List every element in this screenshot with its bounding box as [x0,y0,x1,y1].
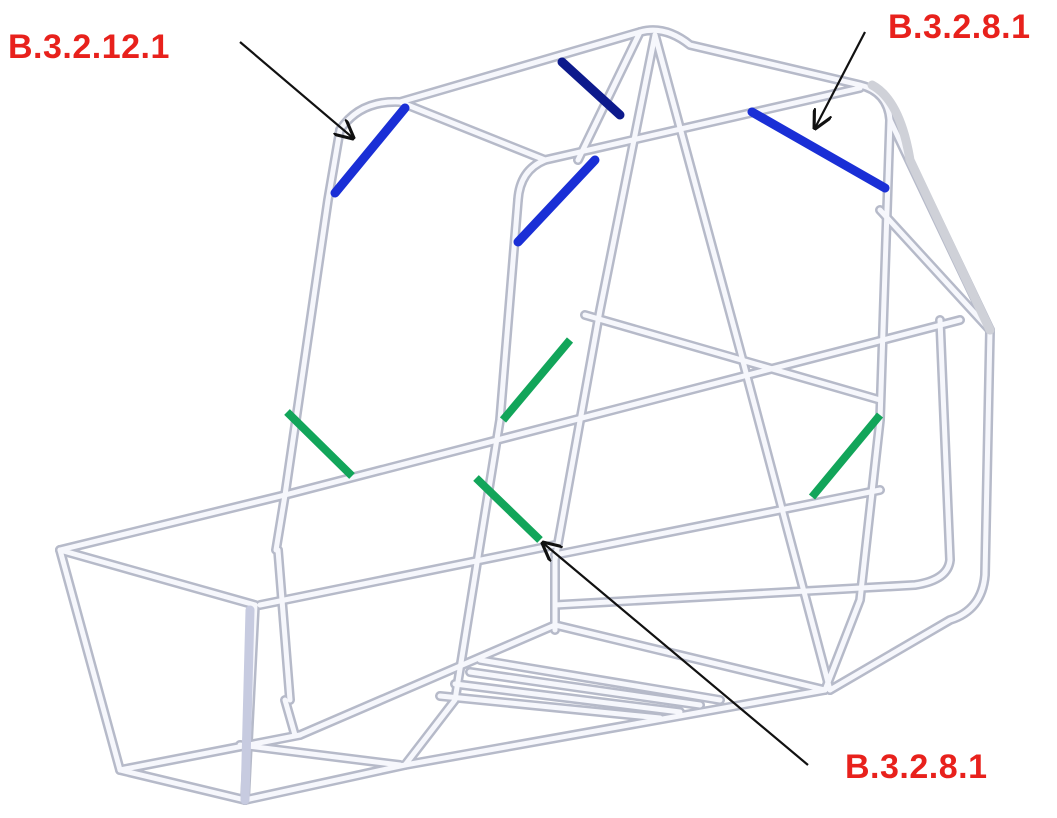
arrow-top-left [239,41,353,138]
gusset-center-upper [499,337,574,423]
roof-diagonal-braces [330,57,890,247]
brace-center-rear [557,57,625,120]
arrow-bottom-right [543,543,809,766]
arrow-top-right [815,31,866,128]
brace-left-front [330,103,410,198]
green-gussets [284,337,884,543]
brace-right [747,107,890,193]
callout-label-top-right: B.3.2.8.1 [888,8,1031,46]
frame-tubes [55,25,995,805]
callout-label-bottom-right: B.3.2.8.1 [845,748,988,786]
callout-arrows [239,31,866,766]
brace-center-front [513,155,600,247]
gusset-left [284,409,355,479]
gusset-right [808,412,884,500]
callout-label-top-left: B.3.2.12.1 [8,28,170,66]
gusset-center-lower [473,475,543,543]
